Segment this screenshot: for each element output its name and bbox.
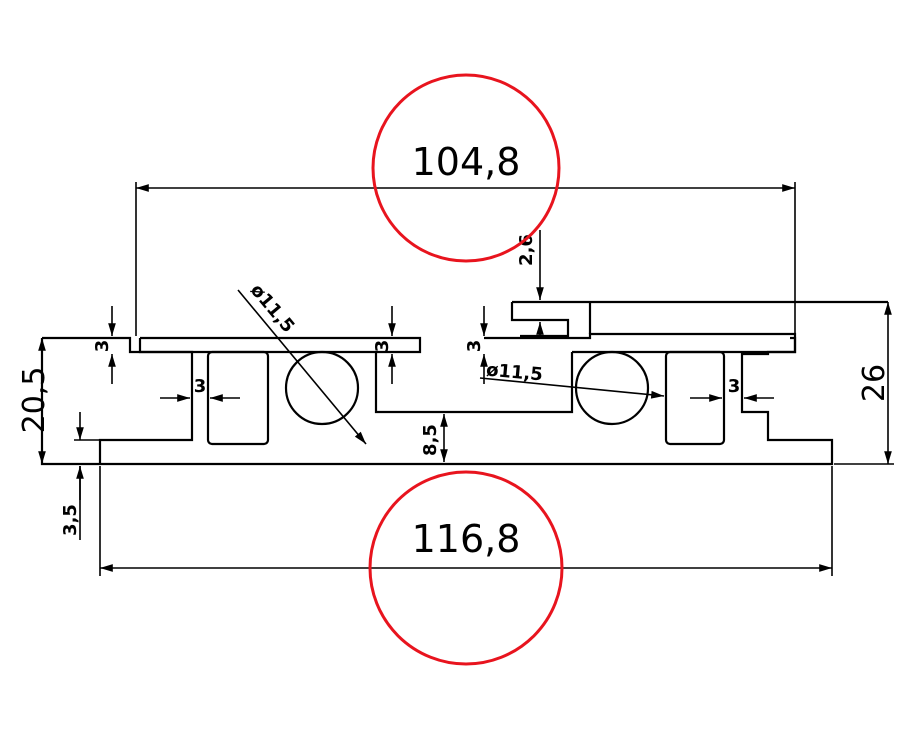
dim-web-left-label: 3 bbox=[194, 376, 207, 397]
highlight-circle-bottom bbox=[368, 470, 564, 666]
dim-height-left-label: 20,5 bbox=[17, 367, 52, 434]
dim-offset-bottom-left: 3,5 bbox=[60, 412, 100, 540]
dim-hole-right: ø11,5 bbox=[479, 360, 665, 399]
dim-lip-top: 2,6 bbox=[516, 230, 544, 338]
dim-hole-right-label: ø11,5 bbox=[485, 360, 543, 386]
profile-outline bbox=[40, 300, 888, 466]
dim-wall-slot-right-label: 3 bbox=[464, 340, 485, 353]
hole-left bbox=[284, 350, 360, 426]
dim-web-right: 3 bbox=[690, 376, 774, 402]
dim-top-width: 104,8 bbox=[135, 140, 796, 336]
highlight-circle-top bbox=[371, 73, 561, 263]
dim-wall-left-label: 3 bbox=[92, 340, 113, 353]
dim-bottom-width-label: 116,8 bbox=[412, 517, 521, 561]
dim-offset-bottom-left-label: 3,5 bbox=[60, 504, 81, 536]
dim-wall-slot-left: 3 bbox=[372, 306, 396, 384]
dim-wall-slot-right: 3 bbox=[464, 306, 488, 384]
dim-slot-depth: 8,5 bbox=[420, 413, 448, 463]
dim-web-left: 3 bbox=[160, 376, 240, 402]
dim-height-left: 20,5 bbox=[17, 337, 52, 465]
dim-top-width-label: 104,8 bbox=[412, 140, 521, 184]
dim-wall-left: 3 bbox=[92, 306, 116, 384]
dim-height-right-label: 26 bbox=[857, 364, 892, 402]
dim-web-right-label: 3 bbox=[728, 376, 741, 397]
dim-height-right: 26 bbox=[834, 301, 894, 465]
dim-wall-slot-left-label: 3 bbox=[372, 340, 393, 353]
dim-bottom-width: 116,8 bbox=[99, 466, 833, 576]
dim-slot-depth-label: 8,5 bbox=[420, 424, 441, 456]
